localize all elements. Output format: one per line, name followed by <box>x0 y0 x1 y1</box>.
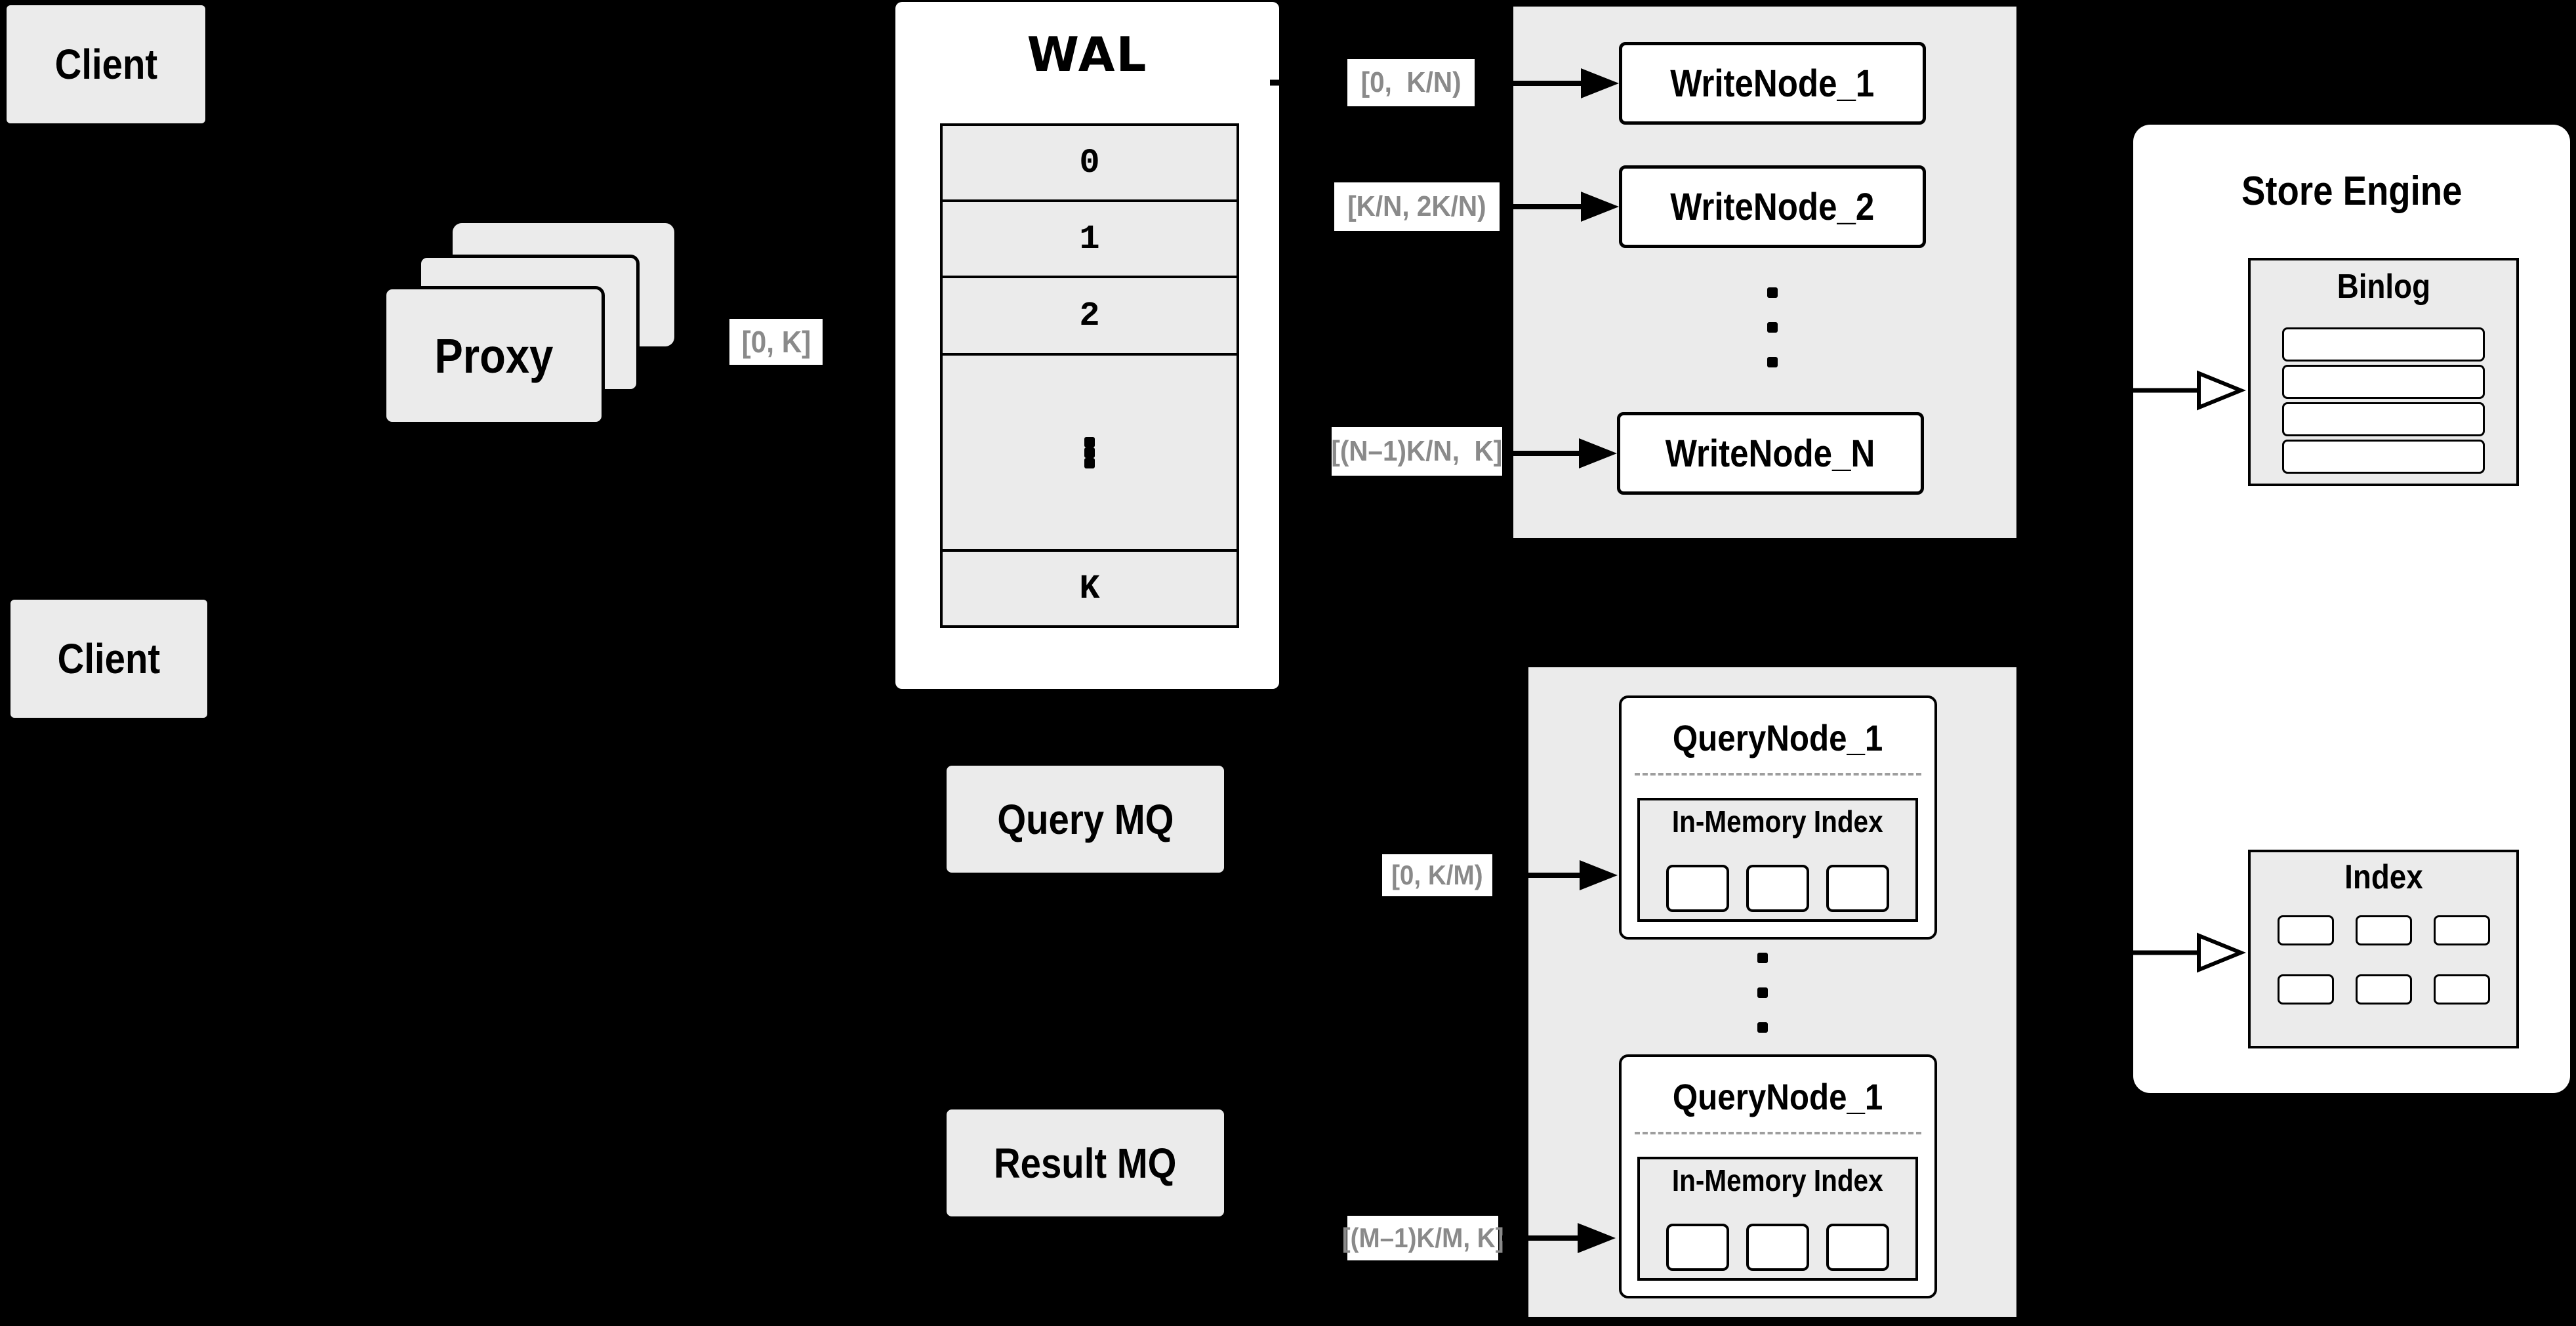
write-range-label-2: [K/N, 2K/N) <box>1334 182 1500 231</box>
ellipsis-dot <box>1767 287 1778 298</box>
dashed-divider <box>1635 773 1921 776</box>
wal-row-1: 1 <box>943 199 1237 276</box>
binlog-row <box>2282 327 2485 362</box>
ellipsis-dot <box>1757 987 1768 998</box>
in-memory-index-box: In-Memory Index <box>1637 798 1918 922</box>
binlog-row <box>2282 440 2485 474</box>
proxy-range-label: [0, K] <box>729 319 823 365</box>
memory-segment-cell <box>1826 1224 1889 1271</box>
wal-row-2: 2 <box>943 276 1237 353</box>
querynode-2-title: QueryNode_1 <box>1673 1075 1883 1117</box>
index-cell <box>2277 915 2334 945</box>
binlog-label: Binlog <box>2337 268 2430 306</box>
wal-table: 0 1 2 K <box>940 123 1239 628</box>
write-range-label-3: [(N–1)K/N, K] <box>1332 427 1502 476</box>
memory-segment-cell <box>1746 1224 1809 1271</box>
memory-segment-cell <box>1666 865 1729 912</box>
memory-segment-cell <box>1666 1224 1729 1271</box>
in-memory-index-box: In-Memory Index <box>1637 1157 1918 1281</box>
ellipsis-dot <box>1757 1022 1768 1033</box>
querynode-1-box: QueryNode_1 In-Memory Index <box>1619 695 1937 940</box>
query-mq-box: Query MQ <box>947 766 1224 873</box>
client-top-label: Client <box>54 41 157 88</box>
wal-title-wrap: WAL <box>895 27 1279 82</box>
client-bottom-label: Client <box>57 635 161 682</box>
index-cell <box>2277 974 2334 1005</box>
writenode-2-box: WriteNode_2 <box>1619 165 1926 248</box>
client-bottom-box: Client <box>10 600 207 718</box>
binlog-box: Binlog <box>2248 258 2519 486</box>
writenode-1-label: WriteNode_1 <box>1670 62 1875 105</box>
ellipsis-dot <box>1084 436 1095 447</box>
query-range-label-1: [0, K/M) <box>1382 854 1492 896</box>
query-mq-label: Query MQ <box>996 795 1174 843</box>
client-top-box: Client <box>7 5 205 123</box>
proxy-front-card: Proxy <box>383 286 605 425</box>
ellipsis-dot <box>1757 953 1768 963</box>
querynode-2-box: QueryNode_1 In-Memory Index <box>1619 1054 1937 1298</box>
ellipsis-dot <box>1767 322 1778 333</box>
store-engine-title: Store Engine <box>2241 168 2463 214</box>
wal-row-0: 0 <box>943 126 1237 199</box>
binlog-row <box>2282 402 2485 436</box>
index-cell <box>2355 915 2412 945</box>
index-label: Index <box>2344 858 2423 896</box>
writenode-n-label: WriteNode_N <box>1666 432 1875 475</box>
index-cell <box>2433 974 2490 1005</box>
query-range-label-2: [(M–1)K/M, K] <box>1342 1216 1503 1260</box>
ellipsis-dot <box>1084 457 1095 468</box>
ellipsis-dot <box>1084 447 1095 458</box>
memory-segment-cell <box>1826 865 1889 912</box>
writenode-ellipsis <box>1767 287 1778 367</box>
in-memory-index-label: In-Memory Index <box>1672 804 1883 839</box>
store-engine-title-wrap: Store Engine <box>2133 161 2570 220</box>
wal-title: WAL <box>1027 27 1148 82</box>
wal-row-ellipsis <box>943 353 1237 549</box>
index-cell <box>2355 974 2412 1005</box>
writenode-n-box: WriteNode_N <box>1617 412 1924 495</box>
result-mq-label: Result MQ <box>994 1139 1177 1187</box>
index-cell <box>2433 915 2490 945</box>
querynode-1-title: QueryNode_1 <box>1673 716 1883 758</box>
proxy-label: Proxy <box>434 328 554 383</box>
dashed-divider <box>1635 1132 1921 1134</box>
wal-panel: WAL 0 1 2 K <box>895 2 1279 689</box>
binlog-row <box>2282 365 2485 399</box>
write-range-label-1: [0, K/N) <box>1347 59 1475 106</box>
querynode-ellipsis <box>1757 953 1768 1033</box>
result-mq-box: Result MQ <box>947 1109 1224 1216</box>
ellipsis-dot <box>1767 357 1778 367</box>
index-box: Index <box>2248 850 2519 1048</box>
writenode-1-box: WriteNode_1 <box>1619 42 1926 125</box>
writenode-2-label: WriteNode_2 <box>1670 185 1875 228</box>
store-engine-panel: Store Engine Binlog Index <box>2133 125 2570 1093</box>
wal-row-k: K <box>943 549 1237 625</box>
memory-segment-cell <box>1746 865 1809 912</box>
in-memory-index-label: In-Memory Index <box>1672 1163 1883 1197</box>
